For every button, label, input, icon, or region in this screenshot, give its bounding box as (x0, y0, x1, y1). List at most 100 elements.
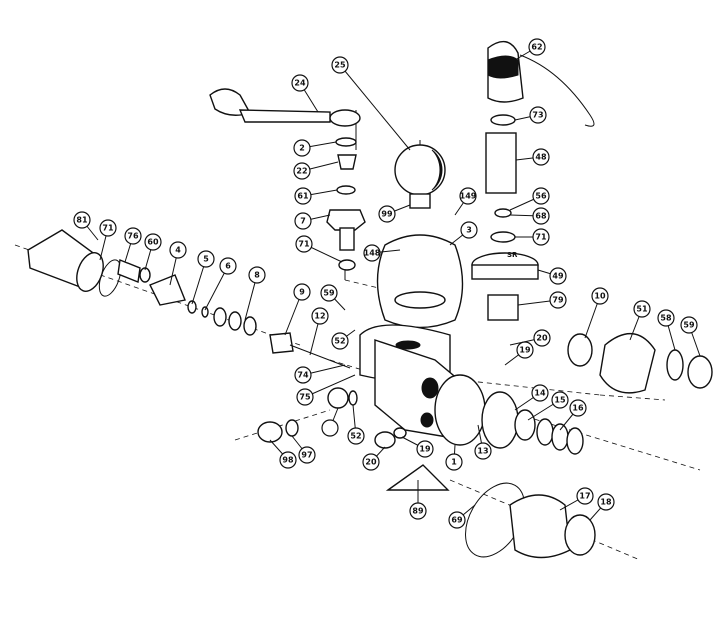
callout-circle (532, 148, 550, 166)
callout-circle (331, 56, 349, 74)
callout-14: 14 (514, 384, 549, 411)
callout-number: 69 (451, 516, 463, 525)
callout-149: 149 (454, 187, 477, 216)
callout-4: 4 (169, 241, 187, 286)
callout-148: 148 (363, 244, 401, 262)
callout-number: 49 (552, 272, 564, 281)
callout-circle (298, 446, 316, 464)
callout-number: 71 (535, 233, 547, 242)
callout-circle (528, 38, 546, 56)
callout-18: 18 (589, 493, 615, 521)
callout-3: 3 (449, 221, 478, 246)
callout-circle (293, 139, 311, 157)
marking-sr: SR (507, 251, 518, 259)
callout-circle (296, 388, 314, 406)
callout-number: 74 (297, 371, 309, 380)
callout-circle (294, 187, 312, 205)
callout-circle (294, 212, 312, 230)
callout-circle (363, 244, 381, 262)
center-lines (14, 110, 701, 561)
callout-number: 52 (350, 432, 361, 441)
callout-number: 97 (301, 451, 312, 460)
callout-number: 14 (534, 389, 546, 398)
callout-circle (197, 250, 215, 268)
callout-number: 56 (535, 192, 547, 201)
callout-circle (99, 219, 117, 237)
leader-line (304, 374, 356, 398)
callout-circle (73, 211, 91, 229)
callout-circle (293, 283, 311, 301)
callout-60: 60 (144, 233, 162, 271)
callout-number: 81 (76, 216, 88, 225)
callout-circle (294, 366, 312, 384)
callout-circle (291, 74, 309, 92)
callout-number: 52 (334, 337, 345, 346)
callout-number: 68 (535, 212, 547, 221)
callout-58: 58 (657, 309, 676, 351)
callout-number: 10 (594, 292, 606, 301)
callout-5: 5 (191, 250, 215, 305)
callout-20: 20 (362, 446, 386, 471)
callout-59: 59 (320, 284, 346, 311)
callout-59: 59 (680, 316, 701, 357)
callout-81: 81 (73, 211, 99, 241)
callout-71: 71 (515, 228, 550, 246)
center-body (374, 339, 486, 446)
callout-number: 22 (296, 167, 307, 176)
callout-71: 71 (99, 219, 117, 261)
callout-circle (460, 221, 478, 239)
callout-99: 99 (378, 204, 411, 223)
callout-circle (569, 399, 587, 417)
callout-number: 19 (419, 445, 431, 454)
callout-number: 17 (579, 492, 590, 501)
callout-25: 25 (331, 56, 411, 151)
callout-circle (533, 329, 551, 347)
callout-number: 25 (334, 61, 346, 70)
callout-circle (144, 233, 162, 251)
callout-8: 8 (244, 266, 266, 321)
callout-89: 89 (409, 480, 427, 520)
callout-circle (532, 187, 550, 205)
callout-9: 9 (284, 283, 311, 336)
callout-circle (295, 235, 313, 253)
callout-circle (549, 291, 567, 309)
callout-circle (378, 205, 396, 223)
callout-52: 52 (331, 329, 356, 350)
callout-number: 51 (636, 305, 648, 314)
callout-circle (657, 309, 675, 327)
callout-number: 71 (298, 240, 310, 249)
callout-circle (529, 106, 547, 124)
callout-circle (532, 207, 550, 225)
callout-circle (416, 440, 434, 458)
callout-76: 76 (124, 227, 142, 263)
callout-circle (321, 419, 339, 437)
callout-number: 71 (102, 224, 114, 233)
callout-75: 75 (296, 374, 356, 406)
callout-12: 12 (309, 307, 329, 356)
callout-62: 62 (514, 38, 546, 61)
callout-circle (320, 284, 338, 302)
callout-79: 79 (517, 291, 567, 309)
callout-number: 16 (572, 404, 584, 413)
callout-circle (459, 187, 477, 205)
callout-number: 149 (460, 192, 477, 201)
callout-circle (124, 227, 142, 245)
callout-69: 69 (448, 504, 476, 529)
callout-22: 22 (293, 161, 339, 180)
callout-circle (293, 162, 311, 180)
callout-52: 52 (347, 404, 365, 445)
callout-number: 3 (466, 226, 472, 235)
callout-circle (448, 511, 466, 529)
callout-number: 19 (519, 346, 531, 355)
callout-number: 7 (300, 217, 306, 226)
callout-circle (516, 341, 534, 359)
callout-6: 6 (204, 257, 237, 311)
callout-2: 2 (293, 139, 337, 157)
callout-7: 7 (294, 212, 331, 230)
callout-circle (445, 453, 463, 471)
callout-circle (531, 384, 549, 402)
callout-number: 18 (600, 498, 612, 507)
right-top-parts (471, 40, 595, 321)
callout-number: 60 (147, 238, 159, 247)
